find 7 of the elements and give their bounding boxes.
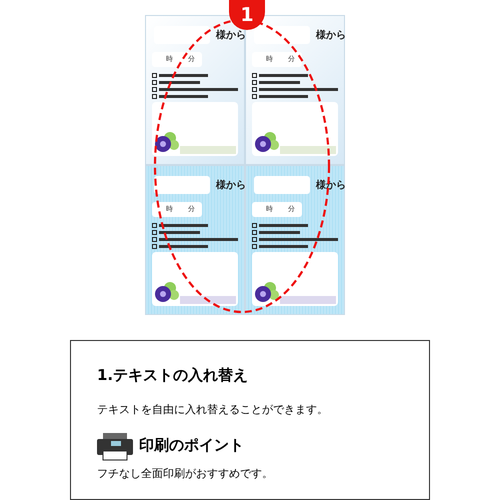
caller-label: 様から xyxy=(216,178,246,192)
caller-label: 様から xyxy=(316,28,346,42)
description-text: テキストを自由に入れ替えることができます。 xyxy=(97,402,328,417)
caller-label: 様から xyxy=(216,28,246,42)
section-heading: 1.テキストの入れ替え xyxy=(97,366,248,385)
description-text: フチなし全面印刷がおすすめです。 xyxy=(97,466,273,481)
section-heading: 印刷のポイント xyxy=(139,436,244,455)
